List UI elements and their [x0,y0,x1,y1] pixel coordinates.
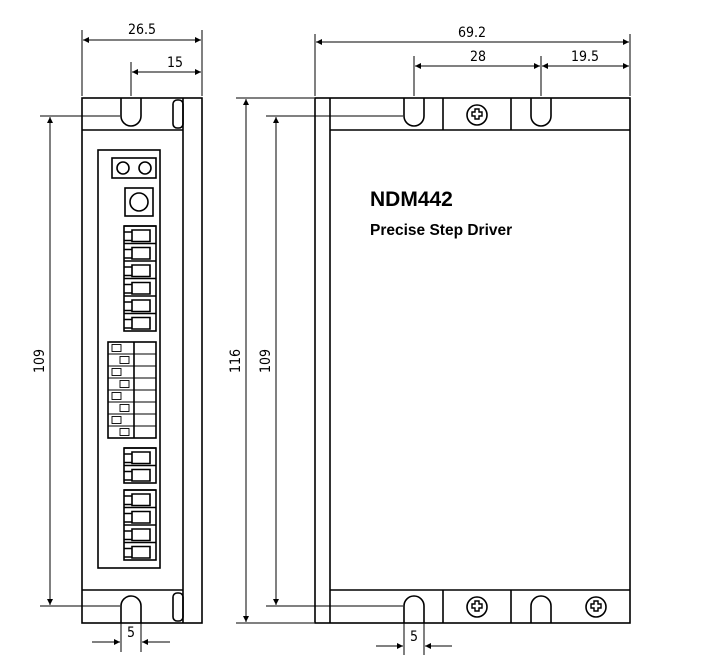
dim-side-slot: 5 [127,625,135,641]
dip-switch-lever [119,428,130,436]
front-top-slot-right [530,98,552,127]
dim-front-hole-height: 109 [258,349,274,373]
front-bottom-slot-left [403,595,425,623]
front-top-slot-left [403,98,425,127]
terminal-block-motor [123,489,157,561]
front-view [314,97,631,624]
product-subtitle: Precise Step Driver [370,222,512,239]
dip-switch-lever [111,416,122,424]
side-view [81,97,203,624]
potentiometer-knob [129,192,149,212]
front-bottom-slot-right [530,595,552,623]
dim-side-width: 26.5 [128,22,156,38]
front-body-outline [314,97,631,624]
screw-icon [466,104,488,126]
screw-icon [585,596,607,618]
side-body-outline [81,97,203,624]
terminal-pin [124,229,151,243]
led-indicator-1 [116,161,130,175]
dim-side-height: 109 [32,349,48,373]
dim-front-total-height: 116 [228,349,244,373]
side-top-mounting-slot [120,98,142,127]
potentiometer-block [124,187,154,217]
terminal-pin [124,246,151,260]
terminal-pin [124,493,151,507]
terminal-pin [124,316,151,330]
terminal-pin [124,264,151,278]
led-block [111,157,157,179]
terminal-pin [124,468,151,482]
terminal-pin [124,510,151,524]
side-dimensions [40,30,203,652]
side-bottom-tab [172,592,184,622]
product-model: NDM442 [370,188,453,211]
dim-side-offset: 15 [167,55,183,71]
terminal-pin [124,299,151,313]
dip-switch-lever [111,392,122,400]
side-connector-panel [97,149,161,569]
dip-switch-lever [111,344,122,352]
dip-switch-lever [119,380,130,388]
side-bottom-mounting-slot [120,595,142,623]
dim-front-hole-offset: 19.5 [571,49,599,65]
terminal-pin [124,281,151,295]
terminal-pin [124,451,151,465]
dim-front-slot: 5 [410,629,418,645]
terminal-block-power [123,447,157,484]
dim-front-width: 69.2 [458,25,486,41]
led-indicator-2 [138,161,152,175]
side-top-tab [172,99,184,129]
dip-switch-block [107,341,157,439]
screw-icon [466,596,488,618]
terminal-pin [124,545,151,559]
dim-front-hole-spacing: 28 [470,49,486,65]
terminal-block-signal [123,225,157,332]
dip-switch-lever [111,368,122,376]
dip-switch-lever [119,356,130,364]
front-dimensions [236,34,631,655]
dip-switch-lever [119,404,130,412]
terminal-pin [124,528,151,542]
